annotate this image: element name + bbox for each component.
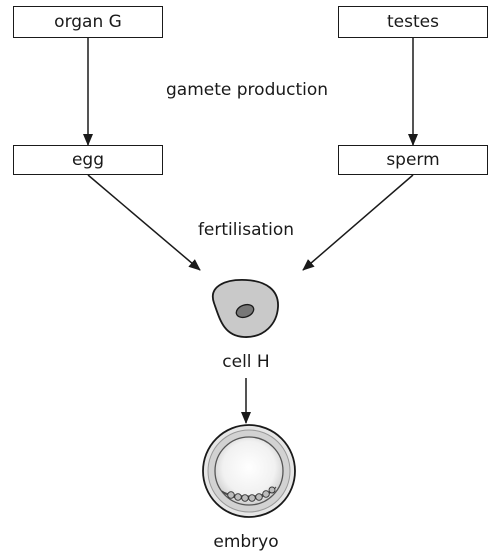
gamete-production-label: gamete production [166, 80, 329, 100]
cell-h-label: cell H [222, 352, 270, 372]
cell-h-illustration [211, 279, 279, 338]
embryo-label: embryo [213, 532, 279, 552]
cell-nucleus [235, 303, 255, 319]
testes-box: testes [338, 6, 488, 38]
arrow-egg-to-cell [87, 174, 201, 271]
embryo-illustration [202, 424, 296, 518]
organ-g-label: organ G [54, 12, 122, 32]
sperm-box: sperm [338, 145, 488, 175]
egg-box: egg [13, 145, 163, 175]
arrow-sperm-to-cell [302, 174, 414, 271]
organ-g-box: organ G [13, 6, 163, 38]
egg-label: egg [71, 150, 105, 170]
fertilisation-label: fertilisation [197, 220, 295, 240]
sperm-label: sperm [386, 150, 440, 170]
testes-label: testes [387, 12, 439, 32]
